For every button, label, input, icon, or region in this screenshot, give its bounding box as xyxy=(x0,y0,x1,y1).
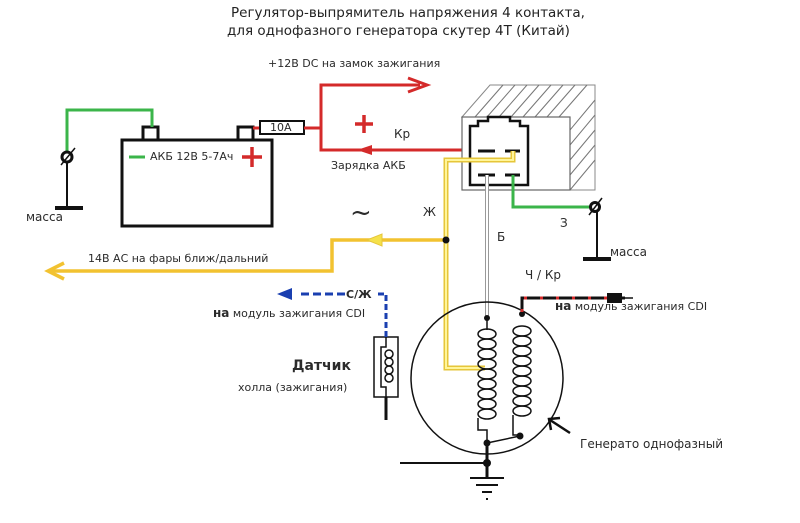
arrow-cdi-right-icon xyxy=(607,293,622,303)
label-szh: С/Ж xyxy=(346,288,372,301)
label-cdi-right-prefix: на xyxy=(555,299,572,313)
wire-green-battery-ground xyxy=(65,108,154,153)
label-cdi-right: на модуль зажигания CDI xyxy=(555,300,707,312)
label-mass-right: масса xyxy=(610,245,647,259)
ground-symbol-bottom xyxy=(400,443,504,500)
label-ignition-dc: +12В DC на замок зажигания xyxy=(268,57,441,70)
plus-sign-icon xyxy=(242,147,262,167)
plus-sign-icon xyxy=(355,115,373,133)
arrow-charge-icon xyxy=(357,145,372,155)
wire-green-right xyxy=(511,175,591,209)
hall-sensor xyxy=(373,336,399,398)
label-b: Б xyxy=(497,230,506,244)
coil-right xyxy=(512,325,532,436)
battery-positive-terminal xyxy=(236,125,255,142)
label-cdi-left-rest: модуль зажигания CDI xyxy=(229,307,366,320)
regulator-rectifier xyxy=(460,84,596,191)
label-cdi-left-prefix: на xyxy=(213,306,230,320)
arrow-headlights-icon xyxy=(44,261,65,281)
wire-red-charge xyxy=(319,128,480,152)
label-sensor-sub: холла (зажигания) xyxy=(238,381,348,394)
arrow-ignition-icon xyxy=(407,76,432,94)
label-fuse: 10А xyxy=(270,121,292,134)
ground-symbol-right xyxy=(583,197,611,261)
wire-blue-cdi xyxy=(378,292,388,337)
label-headlights: 14В АС на фары ближ/дальний xyxy=(88,252,269,265)
ground-symbol-left xyxy=(55,147,83,210)
arrow-cdi-left-icon xyxy=(277,288,292,300)
label-cdi-right-rest: модуль зажигания CDI xyxy=(571,300,708,313)
arrow-yellow-icon xyxy=(365,233,383,247)
label-zh: Ж xyxy=(423,205,436,219)
title-line-2: для однофазного генератора скутер 4T (Ки… xyxy=(227,23,570,39)
label-sensor-title: Датчик xyxy=(292,358,351,374)
label-ac-tilde: ~ xyxy=(350,198,372,228)
wire-yellow-headlights xyxy=(50,238,446,273)
coil-left xyxy=(477,318,497,443)
label-cdi-left: на модуль зажигания CDI xyxy=(213,307,365,319)
generator-pointer-icon xyxy=(547,416,571,435)
junction-dot xyxy=(442,236,450,244)
label-chkr: Ч / Кр xyxy=(525,268,562,282)
label-mass-left: масса xyxy=(26,210,63,224)
battery-negative-terminal xyxy=(141,125,160,142)
label-generator: Генерато однофазный xyxy=(580,437,723,451)
battery xyxy=(120,125,274,228)
label-battery: АКБ 12В 5-7Ач xyxy=(150,150,234,163)
label-z: З xyxy=(560,216,568,230)
label-charge: Зарядка АКБ xyxy=(331,159,406,172)
title-line-1: Регулятор-выпрямитель напряжения 4 конта… xyxy=(231,5,585,21)
label-kr: Кр xyxy=(394,127,411,141)
